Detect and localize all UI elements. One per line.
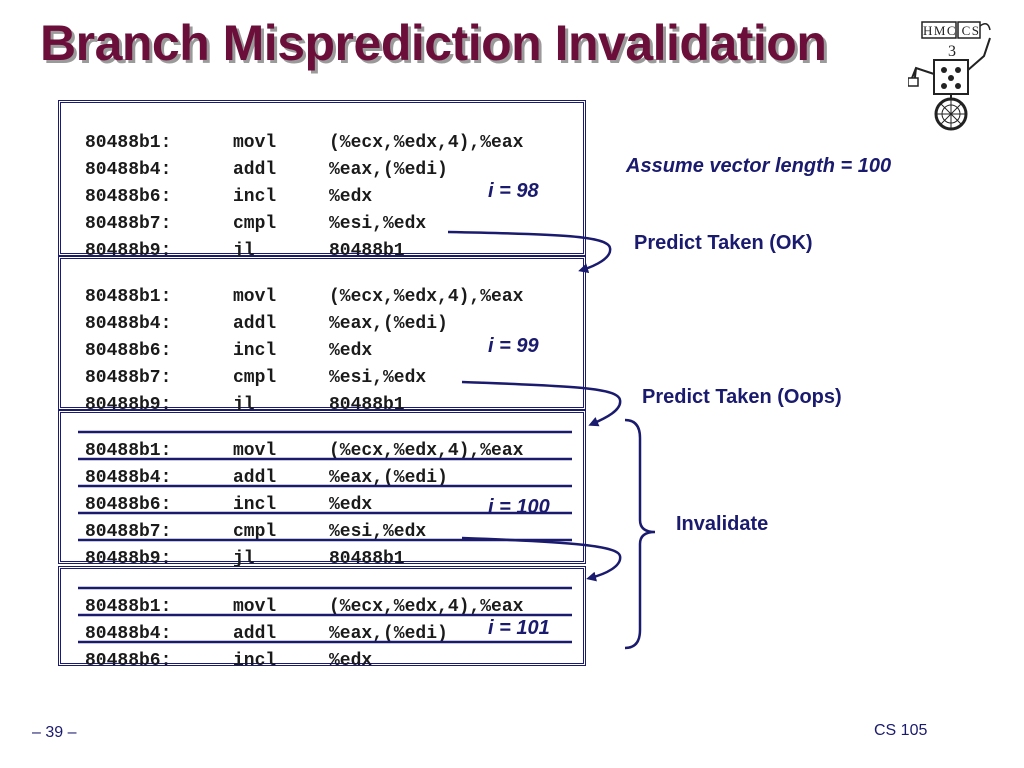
invalidate-note: Invalidate: [676, 513, 769, 535]
code-line: 80488b4:addl%eax,(%edi): [85, 314, 448, 334]
code-line: 80488b4:addl%eax,(%edi): [85, 624, 448, 644]
hmc-cs-logo-icon: HMC CS 3: [908, 21, 991, 131]
iteration-label-i100: i = 100: [488, 496, 550, 518]
code-line: 80488b1:movl(%ecx,%edx,4),%eax: [85, 287, 524, 307]
iteration-label-i99: i = 99: [488, 335, 539, 357]
code-block-i100: 80488b1:movl(%ecx,%edx,4),%eax 80488b4:a…: [58, 410, 586, 569]
code-line: 80488b6:incl%edx: [85, 187, 373, 207]
svg-text:3: 3: [948, 43, 956, 60]
code-line: 80488b7:cmpl%esi,%edx: [85, 522, 427, 542]
iteration-label-i101: i = 101: [488, 617, 550, 639]
code-line: 80488b4:addl%eax,(%edi): [85, 160, 448, 180]
code-block-i98: 80488b1:movl(%ecx,%edx,4),%eax 80488b4:a…: [58, 100, 586, 261]
iteration-label-i98: i = 98: [488, 180, 539, 202]
code-line: 80488b1:movl(%ecx,%edx,4),%eax: [85, 441, 524, 461]
invalidate-brace: [624, 418, 656, 650]
slide-title: Branch Misprediction Invalidation: [40, 15, 827, 71]
code-line: 80488b1:movl(%ecx,%edx,4),%eax: [85, 597, 524, 617]
code-line: 80488b6:incl%edx: [85, 341, 373, 361]
code-line: 80488b1:movl(%ecx,%edx,4),%eax: [85, 133, 524, 153]
code-line: 80488b7:cmpl%esi,%edx: [85, 368, 427, 388]
code-block-i99: 80488b1:movl(%ecx,%edx,4),%eax 80488b4:a…: [58, 256, 586, 415]
course-label: CS 105: [874, 722, 928, 739]
code-line: 80488b4:addl%eax,(%edi): [85, 468, 448, 488]
code-line: 80488b7:cmpl%esi,%edx: [85, 214, 427, 234]
code-line: 80488b6:incl%edx: [85, 651, 373, 671]
predict-oops-note: Predict Taken (Oops): [642, 386, 842, 408]
predict-ok-note: Predict Taken (OK): [634, 232, 813, 254]
page-number: – 39 –: [32, 724, 77, 741]
logo-text: HMC CS: [923, 23, 979, 38]
code-line: 80488b6:incl%edx: [85, 495, 373, 515]
code-block-i101: 80488b1:movl(%ecx,%edx,4),%eax 80488b4:a…: [58, 566, 586, 671]
assumption-note: Assume vector length = 100: [626, 155, 892, 177]
